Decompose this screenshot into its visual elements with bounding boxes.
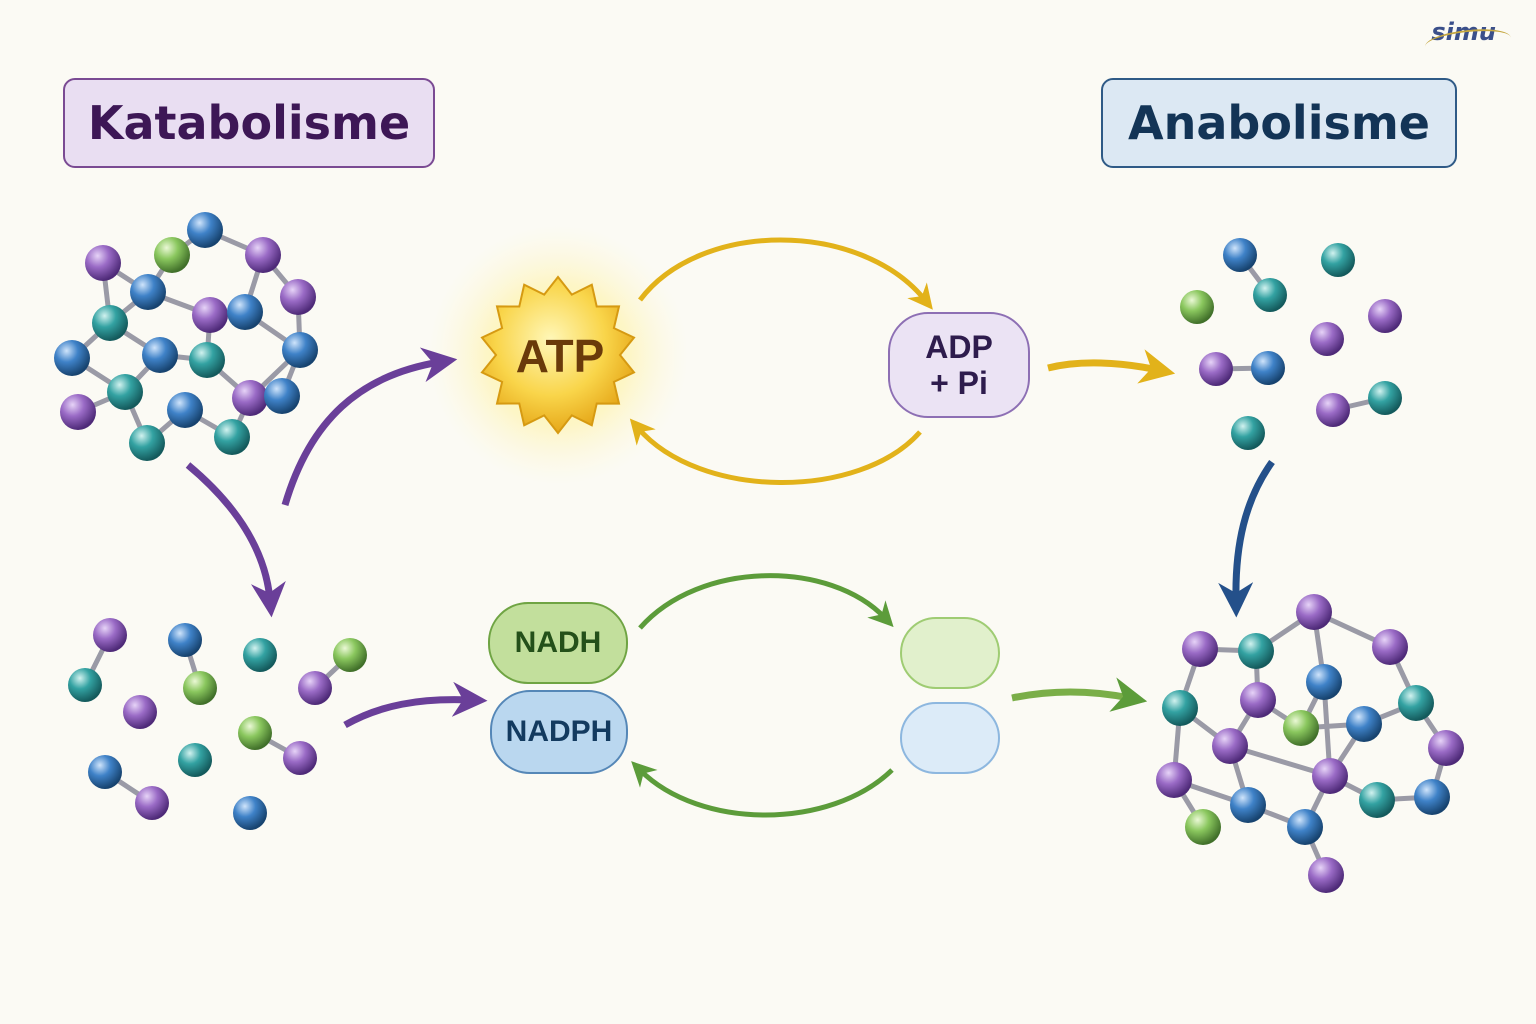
small-molecule-catabolic-atom xyxy=(68,668,102,702)
small-molecule-catabolic-atom xyxy=(283,741,317,775)
building-block-anabolic-atom xyxy=(1180,290,1214,324)
nadph-label: NADPH xyxy=(490,690,628,774)
catabolism-title: Katabolisme xyxy=(63,78,435,168)
building-block-anabolic-atom xyxy=(1368,381,1402,415)
molecule-layer xyxy=(54,212,1464,893)
complex-molecule-anabolic-atom xyxy=(1312,758,1348,794)
small-molecule-catabolic-atom xyxy=(168,623,202,657)
complex-molecule-anabolic-atom xyxy=(1359,782,1395,818)
catabolism-to-atp-arrow xyxy=(281,347,458,506)
adp-to-building-blocks-arrow xyxy=(1047,349,1176,384)
building-block-anabolic-atom xyxy=(1251,351,1285,385)
nadp-to-nadph-arrow xyxy=(631,761,894,818)
small-molecule-catabolic-atom xyxy=(178,743,212,777)
complex-molecule-anabolic-atom xyxy=(1230,787,1266,823)
building-block-anabolic-atom xyxy=(1223,238,1257,272)
complex-molecule-catabolic-atom xyxy=(214,419,250,455)
nadp-oxidized-oval xyxy=(900,702,1000,774)
logo-text: simu xyxy=(1431,18,1496,46)
adp-to-atp-arrow xyxy=(629,418,922,485)
complex-molecule-catabolic-atom xyxy=(282,332,318,368)
building-block-anabolic-atom xyxy=(1253,278,1287,312)
small-molecule-catabolic-atom xyxy=(135,786,169,820)
catabolism-breakdown-arrow xyxy=(185,462,286,618)
complex-molecule-catabolic-atom xyxy=(107,374,143,410)
small-molecule-catabolic-atom xyxy=(238,716,272,750)
anabolism-synthesis-arrow xyxy=(1218,459,1275,618)
complex-molecule-catabolic-atom xyxy=(92,305,128,341)
small-molecule-catabolic-atom xyxy=(183,671,217,705)
building-block-anabolic-atom xyxy=(1321,243,1355,277)
nadh-label: NADH xyxy=(488,602,628,684)
complex-molecule-anabolic-atom xyxy=(1398,685,1434,721)
complex-molecule-catabolic-atom xyxy=(264,378,300,414)
small-molecule-catabolic-atom xyxy=(123,695,157,729)
complex-molecule-catabolic-atom xyxy=(232,380,268,416)
complex-molecule-catabolic-atom xyxy=(187,212,223,248)
small-molecule-catabolic-atom xyxy=(333,638,367,672)
complex-molecule-anabolic-atom xyxy=(1162,690,1198,726)
complex-molecule-catabolic-atom xyxy=(142,337,178,373)
complex-molecule-anabolic-atom xyxy=(1428,730,1464,766)
anabolism-title: Anabolisme xyxy=(1101,78,1457,168)
complex-molecule-catabolic-atom xyxy=(245,237,281,273)
small-molecule-catabolic-atom xyxy=(233,796,267,830)
small-molecule-catabolic-atom xyxy=(88,755,122,789)
complex-molecule-anabolic-atom xyxy=(1308,857,1344,893)
small-molecule-catabolic-atom xyxy=(243,638,277,672)
building-block-anabolic-atom xyxy=(1199,352,1233,386)
adp-pi-label: ADP + Pi xyxy=(888,312,1030,418)
complex-molecule-catabolic-atom xyxy=(227,294,263,330)
complex-molecule-anabolic-atom xyxy=(1372,629,1408,665)
building-block-anabolic-atom xyxy=(1231,416,1265,450)
pi-text: + Pi xyxy=(930,365,988,401)
atp-to-adp-arrow xyxy=(638,237,933,310)
complex-molecule-catabolic-atom xyxy=(54,340,90,376)
reducing-power-to-anabolism-arrow xyxy=(1011,677,1148,712)
building-block-anabolic-atom xyxy=(1316,393,1350,427)
complex-molecule-catabolic-atom xyxy=(85,245,121,281)
complex-molecule-catabolic-atom xyxy=(60,394,96,430)
complex-molecule-anabolic-atom xyxy=(1306,664,1342,700)
small-molecule-catabolic-atom xyxy=(298,671,332,705)
complex-molecule-anabolic-atom xyxy=(1414,779,1450,815)
building-block-anabolic-atom xyxy=(1368,299,1402,333)
simu-logo: simu xyxy=(1424,18,1513,59)
small-molecule-catabolic-atom xyxy=(93,618,127,652)
atp-label: ATP xyxy=(515,330,605,382)
complex-molecule-catabolic-atom xyxy=(192,297,228,333)
building-block-anabolic-atom xyxy=(1310,322,1344,356)
complex-molecule-anabolic-atom xyxy=(1238,633,1274,669)
complex-molecule-catabolic-atom xyxy=(130,274,166,310)
complex-molecule-catabolic-atom xyxy=(167,392,203,428)
complex-molecule-catabolic-atom xyxy=(154,237,190,273)
complex-molecule-catabolic-atom xyxy=(189,342,225,378)
catabolism-to-nadh-arrow xyxy=(343,681,488,729)
complex-molecule-anabolic-atom xyxy=(1296,594,1332,630)
atp-star-badge xyxy=(480,275,636,435)
complex-molecule-anabolic-atom xyxy=(1156,762,1192,798)
complex-molecule-anabolic-atom xyxy=(1185,809,1221,845)
complex-molecule-catabolic-atom xyxy=(129,425,165,461)
nadh-to-nad-arrow xyxy=(638,573,894,630)
complex-molecule-anabolic-atom xyxy=(1287,809,1323,845)
complex-molecule-catabolic-atom xyxy=(280,279,316,315)
complex-molecule-anabolic-atom xyxy=(1240,682,1276,718)
nad-oxidized-oval xyxy=(900,617,1000,689)
complex-molecule-anabolic-atom xyxy=(1283,710,1319,746)
complex-molecule-anabolic-atom xyxy=(1346,706,1382,742)
complex-molecule-anabolic-atom xyxy=(1212,728,1248,764)
adp-text: ADP xyxy=(925,329,993,365)
complex-molecule-anabolic-atom xyxy=(1182,631,1218,667)
